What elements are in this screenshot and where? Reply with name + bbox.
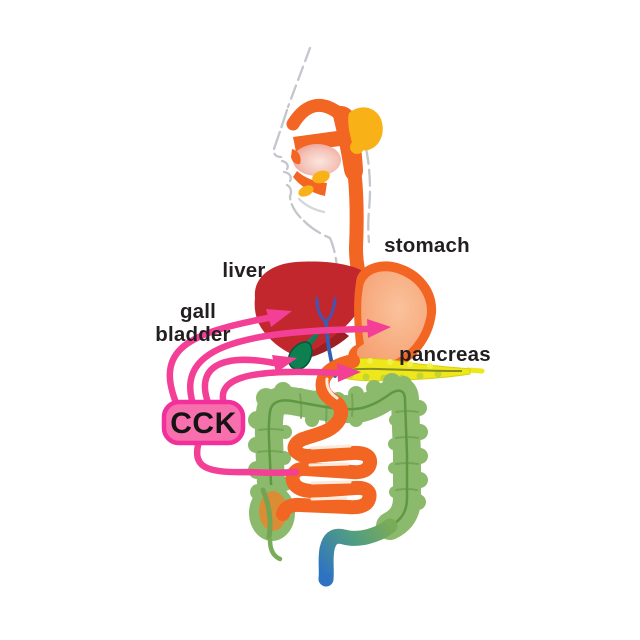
- submandibular-gland: [312, 170, 330, 184]
- label-stomach: stomach: [384, 234, 470, 257]
- rectum-shape: [318, 518, 398, 587]
- arrowhead-stomach: [367, 319, 391, 338]
- esophagus-shape: [348, 171, 366, 281]
- parotid-gland: [348, 107, 383, 151]
- organ-labels: liver gall bladder stomach pancreas: [155, 234, 491, 366]
- stomach-inner: [356, 271, 428, 365]
- appendix: [267, 537, 283, 562]
- salivary-glands: [298, 107, 383, 197]
- arrowhead-gall-bladder: [272, 355, 297, 373]
- neck-back-line: [364, 146, 372, 244]
- colon-center-line: [267, 389, 409, 528]
- cecum-appendix: [249, 485, 295, 562]
- small-intestine-coils: [276, 354, 378, 521]
- stomach-shape: [348, 261, 437, 374]
- sublingual-gland: [298, 185, 314, 197]
- hepatic-duct-left: [315, 297, 328, 324]
- pancreas-duct-line: [345, 367, 463, 372]
- parotid-lobe: [350, 140, 364, 154]
- label-liver: liver: [222, 259, 265, 282]
- anus-tip: [320, 574, 332, 587]
- small-intestine-highlights: [308, 377, 352, 501]
- lips-line: [280, 159, 292, 183]
- arrowhead-pancreas: [337, 363, 361, 382]
- forehead-line: [286, 46, 312, 109]
- arrow-cck-to-liver: [166, 314, 272, 416]
- small-intestine-shape: [276, 354, 378, 521]
- sigmoid-rectum-tube: [318, 518, 398, 587]
- arrow-cck-to-gall-bladder: [201, 356, 278, 416]
- arrowhead-liver: [266, 309, 292, 327]
- arrow-cck-to-stomach: [187, 325, 371, 416]
- cecum-green-streak: [260, 487, 273, 540]
- cck-box-background: [161, 399, 246, 446]
- cck-arrowheads: [266, 309, 391, 382]
- cck-label: CCK: [170, 407, 237, 440]
- nose-line: [272, 108, 289, 159]
- label-pancreas: pancreas: [399, 343, 491, 366]
- cck-box: CCK: [161, 399, 246, 446]
- label-gall-bladder-line2: bladder: [155, 323, 230, 346]
- head-outline: [272, 46, 372, 269]
- tongue: [293, 144, 341, 176]
- label-gall-bladder-line1: gall: [180, 300, 216, 323]
- inner-jaw-line: [297, 197, 326, 214]
- mouth-front: [291, 149, 301, 165]
- jaw-neck-line: [302, 219, 339, 269]
- mouth-floor: [293, 171, 327, 196]
- arrow-cck-to-small-intestine: [193, 434, 300, 476]
- chin-line: [285, 183, 306, 223]
